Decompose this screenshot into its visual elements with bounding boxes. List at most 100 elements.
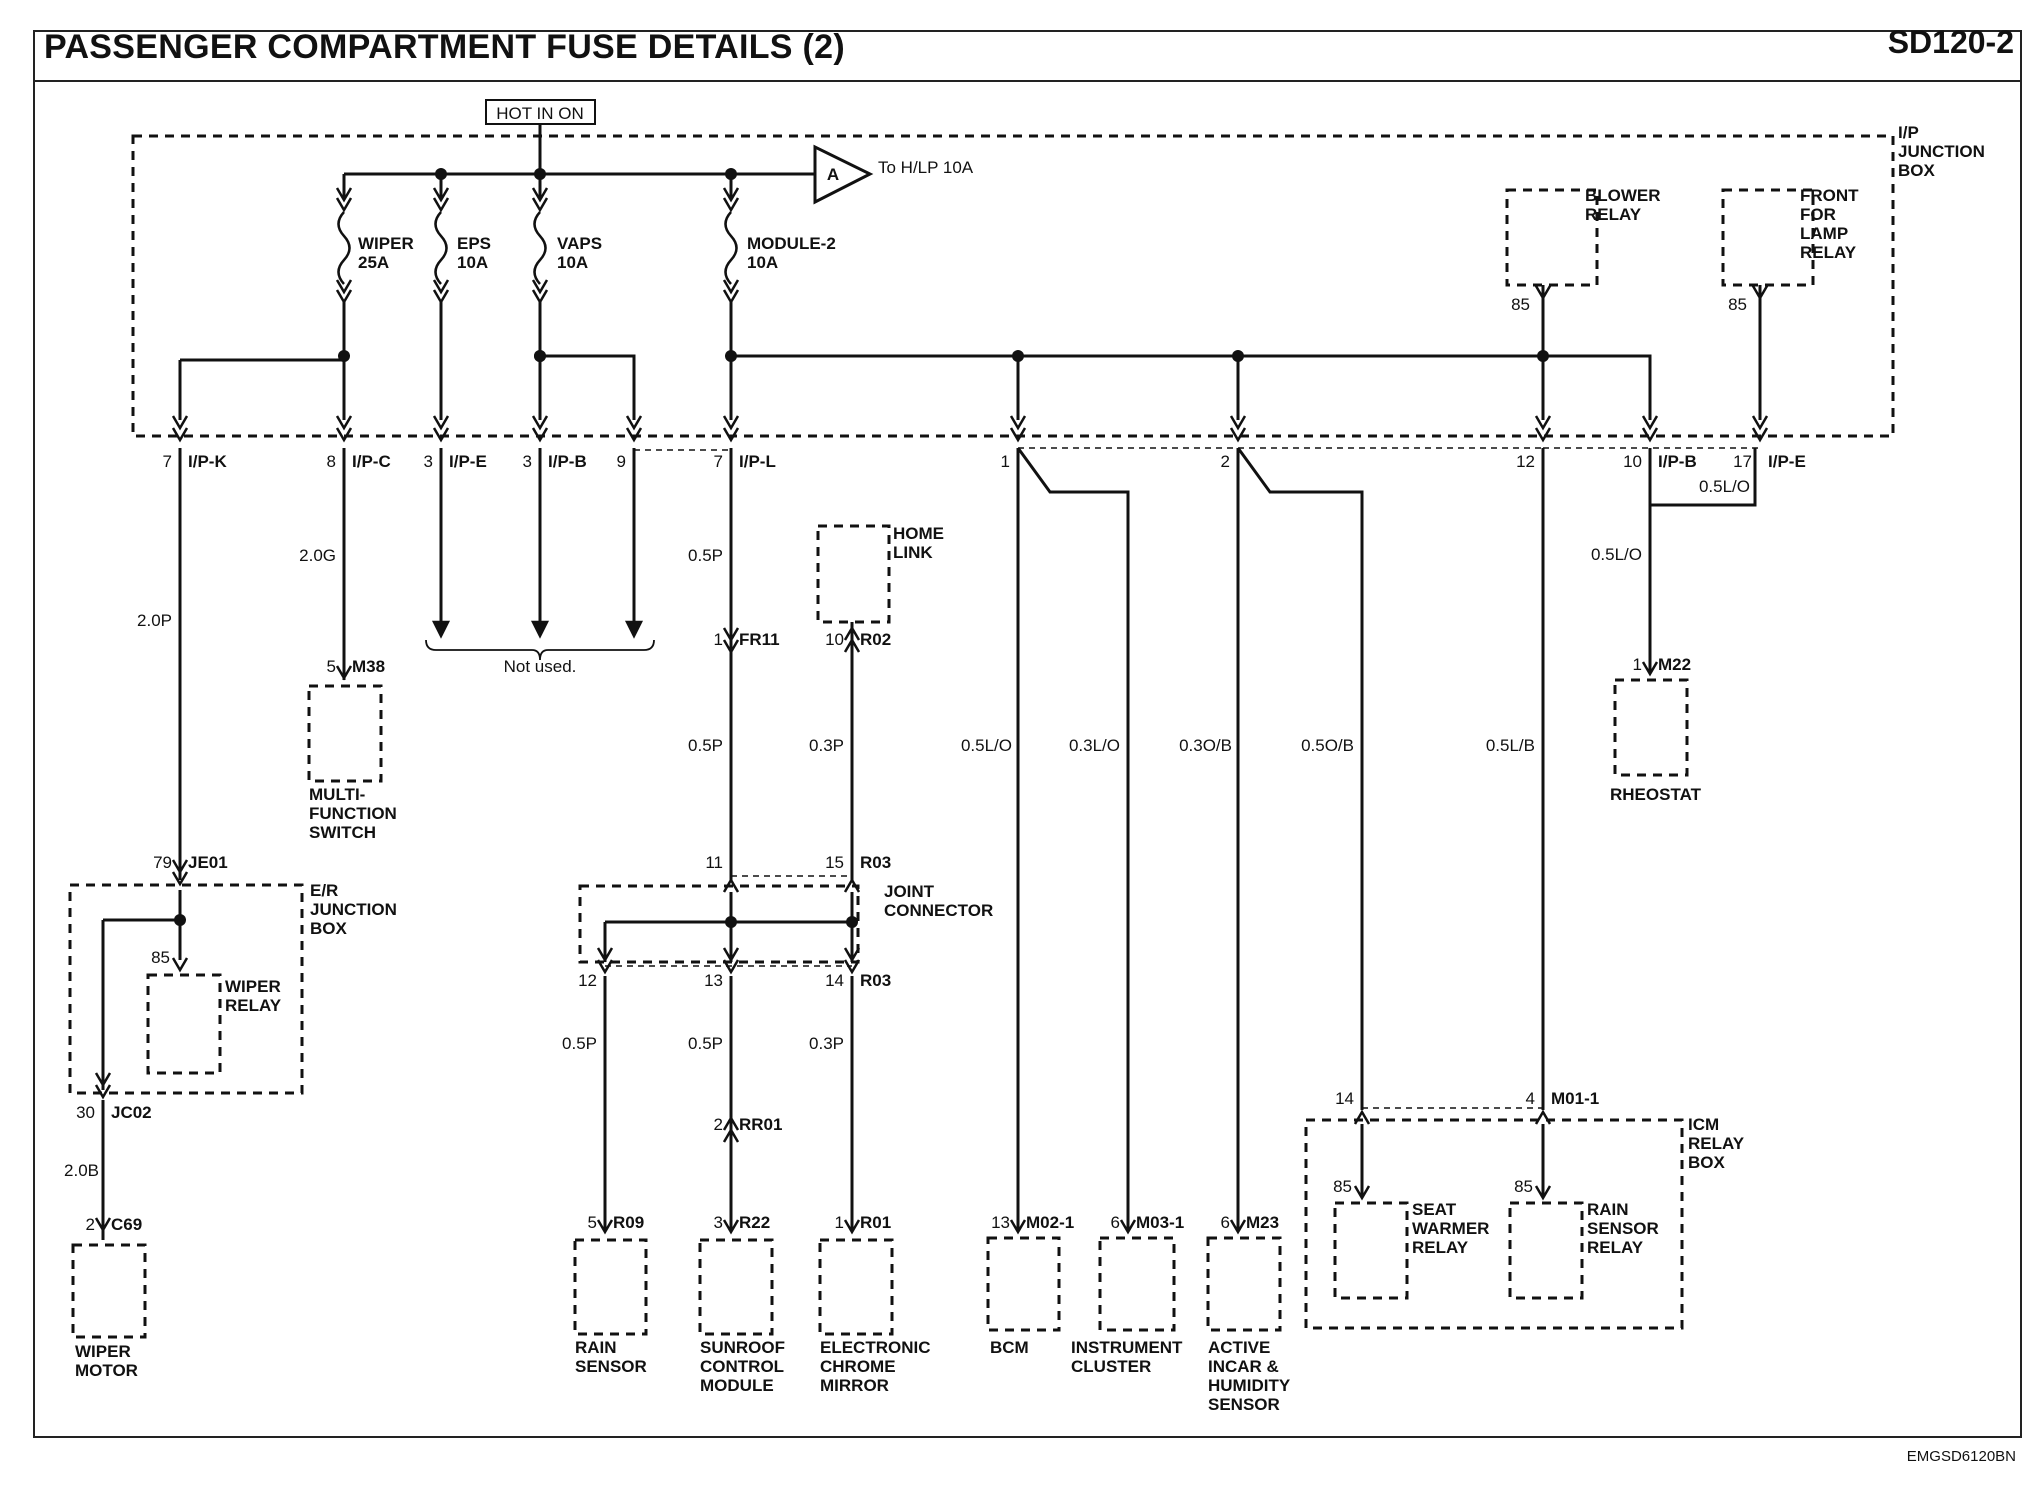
incar-sensor-label-line: ACTIVE (1208, 1338, 1270, 1357)
ec-mirror-label-line: MIRROR (820, 1376, 889, 1395)
splice-dot (174, 914, 186, 926)
incar-sensor-label-line: SENSOR (1208, 1395, 1280, 1414)
wire-color-label: 2.0P (137, 611, 172, 630)
splice-dot (1012, 350, 1024, 362)
connector-terminal (722, 1219, 740, 1235)
wire (731, 354, 1652, 420)
connector-terminal (722, 427, 740, 443)
wiper-relay-label-line: WIPER (225, 977, 281, 996)
connector-terminal (1229, 1219, 1247, 1235)
wire-color-label: 2.0G (299, 546, 336, 565)
connector-terminal (1009, 1219, 1027, 1235)
splice-dot (534, 168, 546, 180)
connector-terminal (335, 289, 353, 305)
connector-terminal (1009, 415, 1027, 431)
icm-relay-label-line: BOX (1688, 1153, 1726, 1172)
connector-terminal (531, 415, 549, 431)
r03-15-pin-number: 15 (825, 853, 844, 872)
bcm (986, 1236, 1061, 1332)
wire (1648, 448, 1757, 507)
icm-14-pin-number: 14 (1335, 1089, 1354, 1108)
ip-l-pin-number: 7 (714, 452, 723, 471)
ip-b-connector-id: I/P-B (548, 452, 587, 471)
connector-terminal (596, 1219, 614, 1235)
seat-warmer-relay-label-line: RELAY (1412, 1238, 1469, 1257)
rain-sensor (573, 1238, 648, 1336)
m23-connector-id: M23 (1246, 1213, 1279, 1232)
ec-mirror-label-line: ELECTRONIC (820, 1338, 931, 1357)
wire-color-label: 2.0B (64, 1161, 99, 1180)
m22-pin-number: 1 (1633, 655, 1642, 674)
connector-terminal (1534, 415, 1552, 431)
sunroof-module-label-line: SUNROOF (700, 1338, 785, 1357)
r22-pin-number: 3 (714, 1213, 723, 1232)
connector-terminal (596, 947, 614, 963)
multi-function-switch-label-line: SWITCH (309, 823, 376, 842)
splice-dot (725, 350, 737, 362)
icm-relay-box (1304, 1118, 1684, 1330)
connector-terminal (171, 427, 189, 443)
front-lamp-relay-label-line: FOR (1800, 205, 1836, 224)
not-used-arrow (530, 620, 550, 639)
connector-terminal (1353, 1109, 1371, 1125)
connector-terminal (432, 289, 450, 305)
page-code: SD120-2 (1887, 24, 2014, 60)
wire (1236, 447, 1364, 1110)
fr11-pin-number: 1 (714, 630, 723, 649)
incar-sensor-label-line: HUMIDITY (1208, 1376, 1291, 1395)
ip-c-connector-id: I/P-C (352, 452, 391, 471)
multi-function-switch-label-line: FUNCTION (309, 804, 397, 823)
m01-1-connector-id: M01-1 (1551, 1089, 1599, 1108)
connector-terminal (1119, 1219, 1137, 1235)
connector-terminal (722, 279, 740, 295)
fuse-symbol (533, 211, 547, 285)
splice-dot (534, 350, 546, 362)
ip-k-pin-number: 7 (163, 452, 172, 471)
ip-b-pin-number: 3 (523, 452, 532, 471)
er-junction-label-line: JUNCTION (310, 900, 397, 919)
sunroof-control-module (698, 1238, 774, 1336)
reference-marker: A (827, 165, 839, 184)
blower-relay-label-line: BLOWER (1585, 186, 1661, 205)
rheostat (1613, 678, 1689, 777)
home-link (816, 524, 891, 624)
joint-connector-label-line: JOINT (884, 882, 935, 901)
rain-sensor-relay (1508, 1201, 1584, 1300)
ip-l-connector-id: I/P-L (739, 452, 776, 471)
r03-14-connector-id: R03 (860, 971, 891, 990)
connector-terminal (843, 959, 861, 975)
connector-terminal (1641, 427, 1659, 443)
splice-dot (725, 168, 737, 180)
fuse-module2-name: MODULE-2 (747, 234, 836, 253)
connector-terminal (432, 279, 450, 295)
front-lamp-relay-pin: 85 (1728, 295, 1747, 314)
page-title: PASSENGER COMPARTMENT FUSE DETAILS (2) (44, 28, 845, 66)
connector-terminal (1229, 415, 1247, 431)
connector-terminal (722, 627, 740, 643)
wire (540, 354, 636, 420)
icm-relay-label-line: RELAY (1688, 1134, 1745, 1153)
ip-e-connector-id: I/P-E (449, 452, 487, 471)
r01-connector-id: R01 (860, 1213, 891, 1232)
front-lamp-relay (1721, 188, 1815, 287)
splice-dot (1537, 350, 1549, 362)
joint-connector-label-line: CONNECTOR (884, 901, 993, 920)
connector-terminal (1534, 285, 1552, 301)
connector-terminal (1751, 285, 1769, 301)
er-junction-label-line: BOX (310, 919, 348, 938)
splice-dot (846, 916, 858, 928)
connector-terminal (843, 637, 861, 653)
connector-terminal (1534, 1109, 1552, 1125)
fr11-connector-id: FR11 (739, 630, 780, 649)
connector-terminal (722, 947, 740, 963)
ip-e17-connector-id: I/P-E (1768, 452, 1806, 471)
not-used-brace (425, 639, 655, 661)
ip-9-pin-number: 9 (617, 452, 626, 471)
rain-sensor-label-line: SENSOR (575, 1357, 647, 1376)
not-used-label: Not used. (504, 657, 577, 676)
ip-e-pin-number: 3 (424, 452, 433, 471)
rr01-connector-id: RR01 (739, 1115, 782, 1134)
rr01-pin-number: 2 (714, 1115, 723, 1134)
ip-junction-label-line: I/P (1898, 123, 1919, 142)
wire-color-label: 0.3P (809, 736, 844, 755)
